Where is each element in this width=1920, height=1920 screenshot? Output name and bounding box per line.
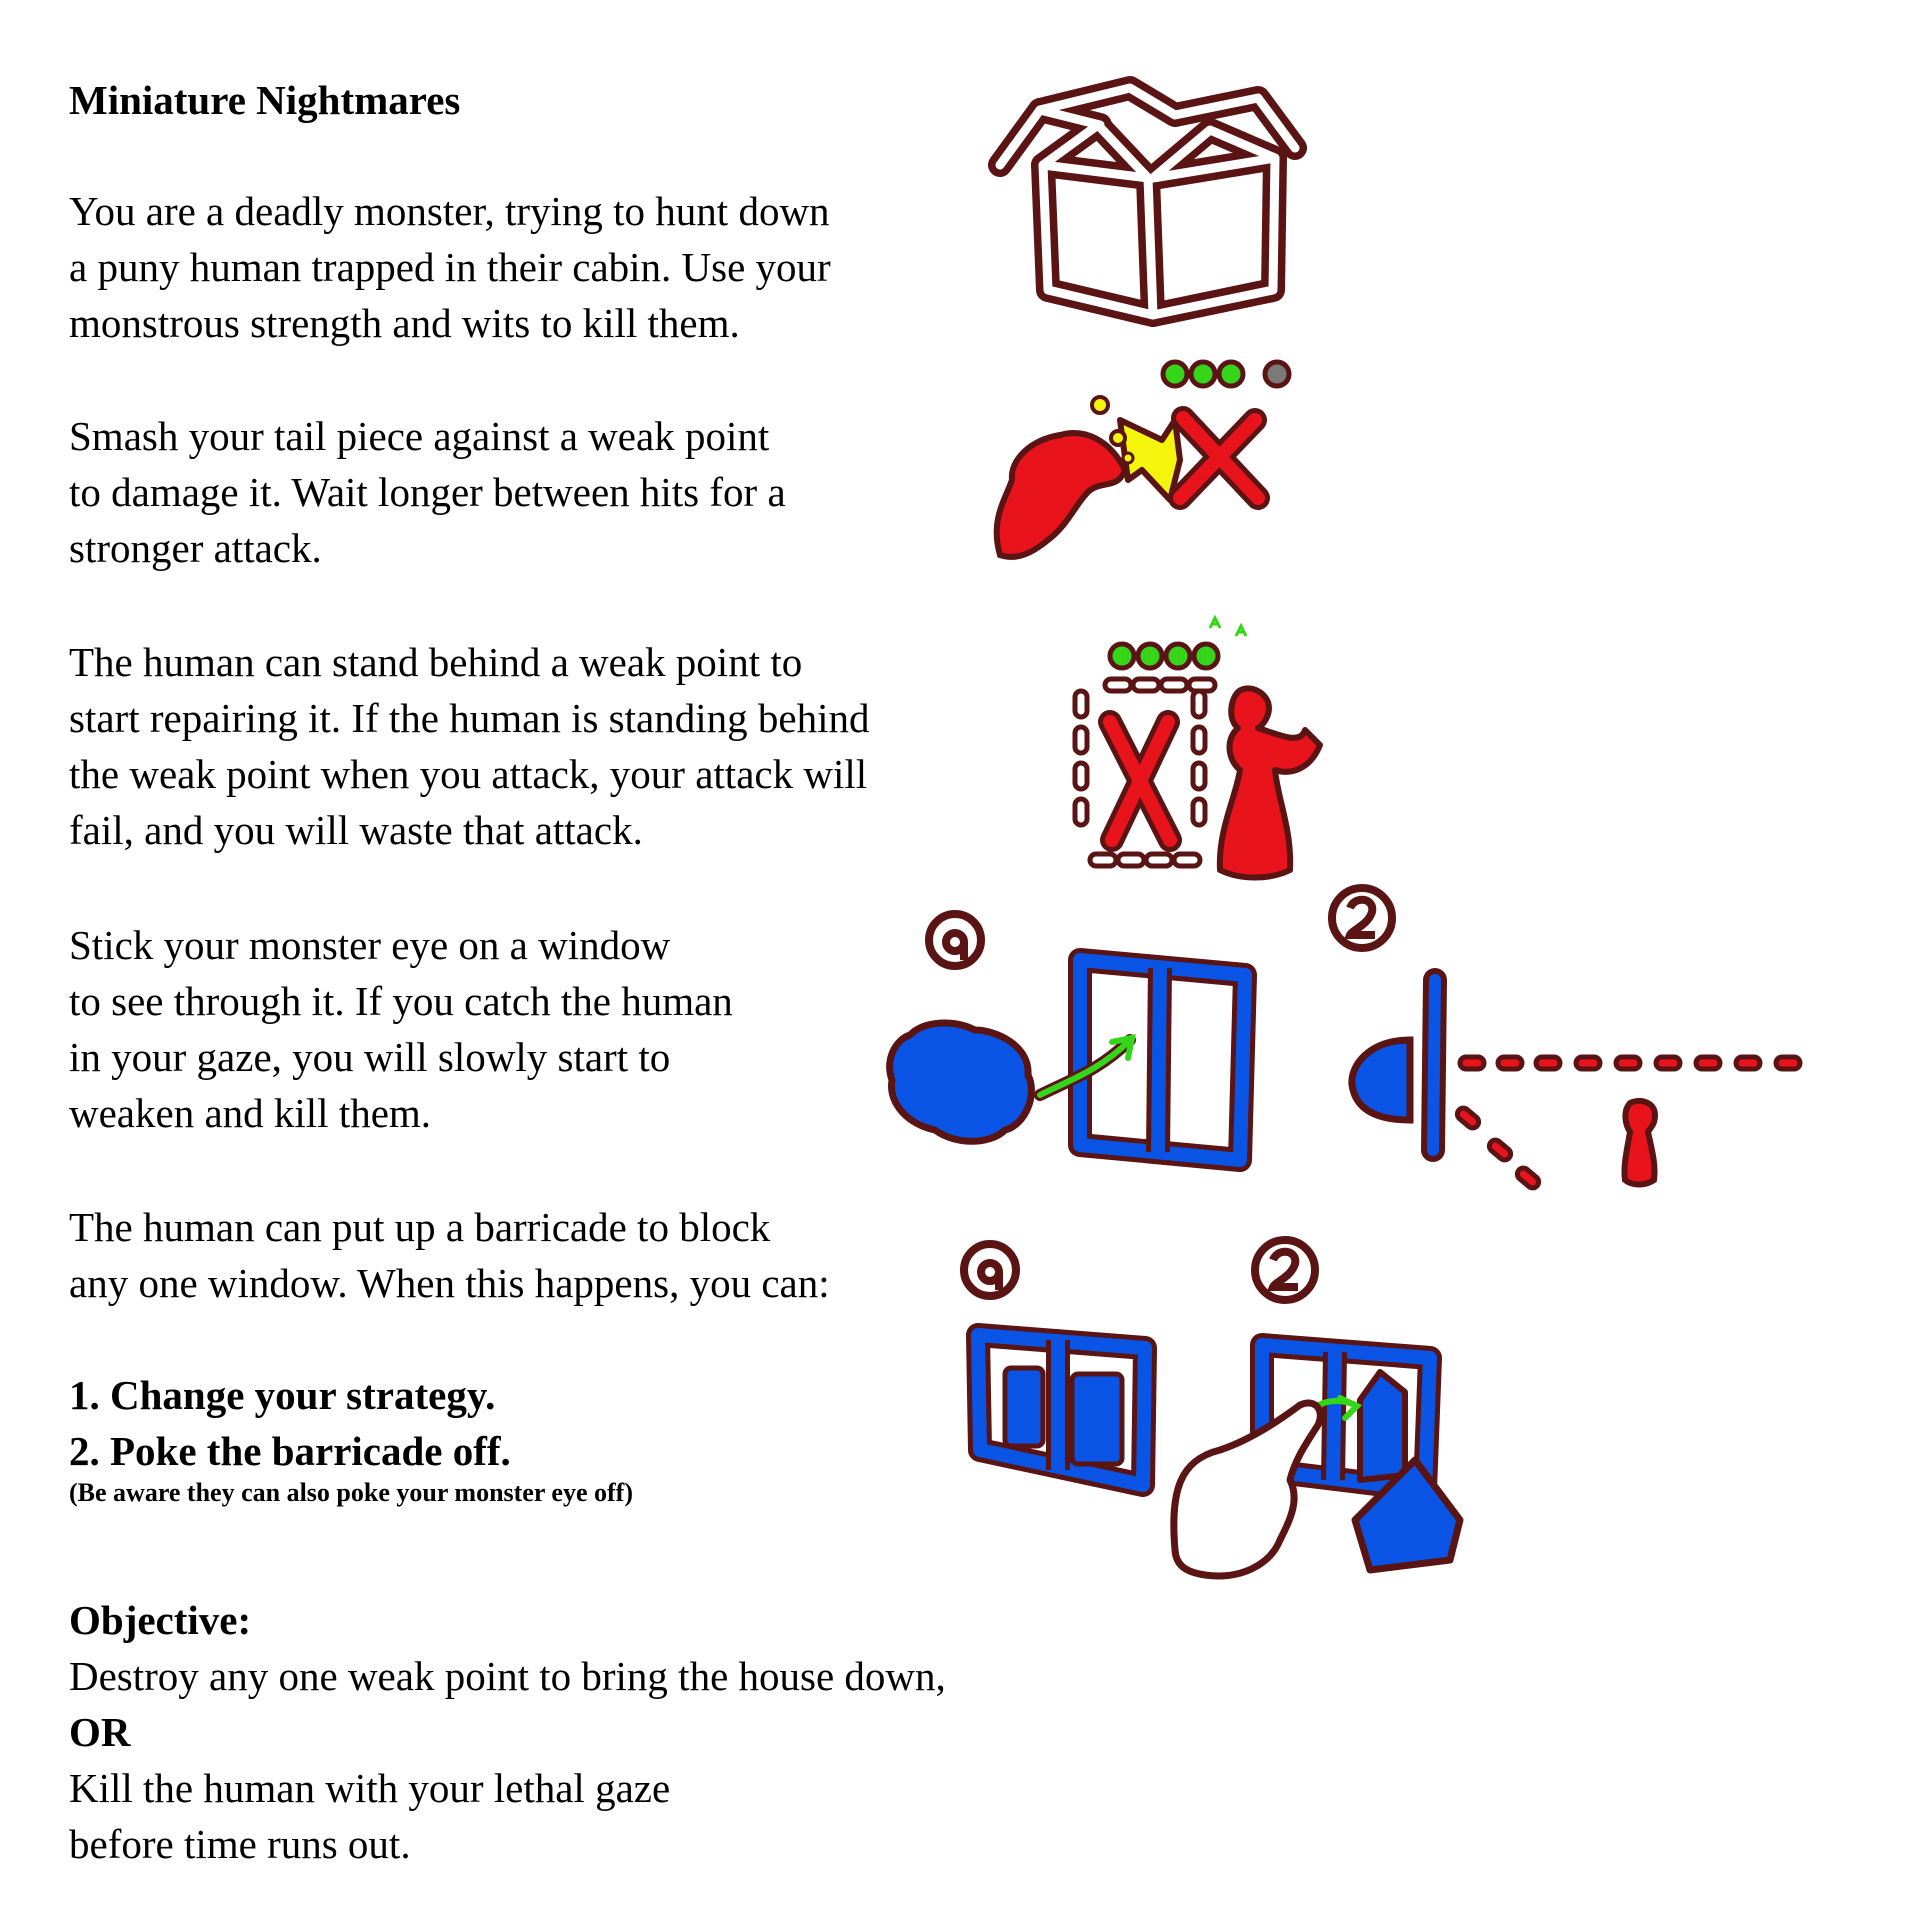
weak-point-repair-icon — [1075, 614, 1323, 881]
step-marker-2-icon — [1251, 1236, 1319, 1304]
text-line: The human can put up a barricade to bloc… — [69, 1204, 771, 1250]
step-marker-2-icon — [1328, 884, 1396, 952]
objective-section: Objective: Destroy any one weak point to… — [69, 1592, 946, 1872]
option-item: 2. Poke the barricade off. — [69, 1428, 511, 1474]
text-line: monstrous strength and wits to kill them… — [69, 300, 740, 346]
objective-heading: Objective: — [69, 1597, 252, 1643]
objective-line: before time runs out. — [69, 1821, 411, 1867]
text-line: You are a deadly monster, trying to hunt… — [69, 188, 830, 234]
poke-barricade-icon — [1170, 1333, 1464, 1580]
objective-or: OR — [69, 1709, 131, 1755]
options-list: 1. Change your strategy. 2. Poke the bar… — [69, 1367, 633, 1507]
intro-paragraph: You are a deadly monster, trying to hunt… — [69, 183, 831, 351]
text-line: any one window. When this happens, you c… — [69, 1260, 830, 1306]
smash-paragraph: Smash your tail piece against a weak poi… — [69, 408, 786, 576]
text-line: The human can stand behind a weak point … — [69, 639, 803, 685]
text-line: weaken and kill them. — [69, 1090, 432, 1136]
option-item: 1. Change your strategy. — [69, 1372, 496, 1418]
barricade-window-icon — [966, 1323, 1157, 1497]
repair-paragraph: The human can stand behind a weak point … — [69, 634, 869, 858]
text-line: the weak point when you attack, your att… — [69, 751, 868, 797]
text-line: a puny human trapped in their cabin. Use… — [69, 244, 831, 290]
tail-smash-icon — [993, 359, 1292, 560]
eye-paragraph: Stick your monster eye on a window to se… — [69, 917, 733, 1141]
warning-note: (Be aware they can also poke your monste… — [69, 1478, 633, 1507]
step-marker-1-icon — [960, 1240, 1020, 1300]
gaze-line-icon — [1348, 968, 1800, 1190]
text-line: start repairing it. If the human is stan… — [69, 695, 870, 741]
text-line: to see through it. If you catch the huma… — [69, 978, 733, 1024]
text-line: Smash your tail piece against a weak poi… — [69, 413, 770, 459]
text-line: stronger attack. — [69, 525, 322, 571]
text-line: in your gaze, you will slowly start to — [69, 1034, 671, 1080]
text-line: fail, and you will waste that attack. — [69, 807, 643, 853]
objective-line: Kill the human with your lethal gaze — [69, 1765, 671, 1811]
text-line: Stick your monster eye on a window — [69, 922, 671, 968]
page-title: Miniature Nightmares — [69, 77, 461, 123]
text-line: to damage it. Wait longer between hits f… — [69, 469, 786, 515]
objective-line: Destroy any one weak point to bring the … — [69, 1653, 946, 1699]
barricade-paragraph: The human can put up a barricade to bloc… — [69, 1199, 830, 1311]
monster-eye-window-icon — [886, 948, 1257, 1172]
step-marker-1-icon — [925, 910, 985, 970]
